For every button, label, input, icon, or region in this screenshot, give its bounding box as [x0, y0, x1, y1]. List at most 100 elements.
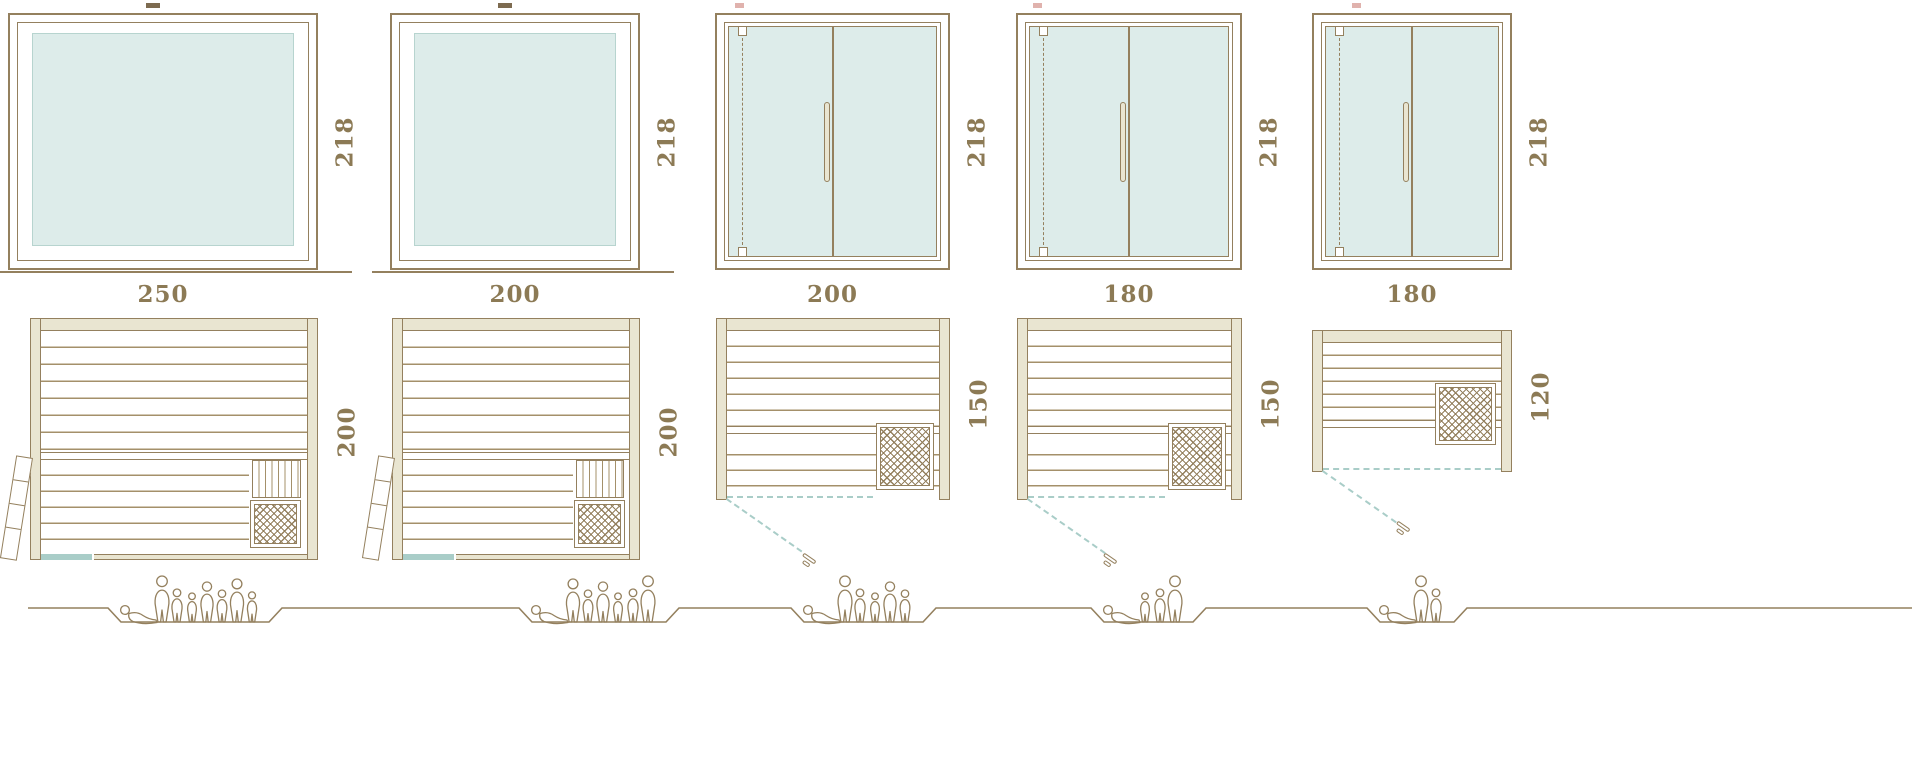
heater-grid: [578, 504, 621, 544]
height-dimension: 218: [1525, 116, 1553, 168]
door-swing-line: [1026, 498, 1106, 555]
capacity-figures: [529, 572, 669, 628]
width-dimension: 200: [806, 281, 858, 308]
bench-edge: [727, 426, 939, 434]
hinge-top-icon: [1335, 26, 1344, 36]
window-frame: [17, 22, 309, 261]
upper-bench-slats: [1028, 331, 1231, 426]
bench-edge: [41, 452, 307, 460]
hinge-dashed-line: [1339, 28, 1340, 255]
hinge-top-icon: [738, 26, 747, 36]
upper-bench-slats: [727, 331, 939, 426]
capacity-figures: [801, 572, 926, 628]
width-dimension: 180: [1103, 281, 1155, 308]
heater-grid: [1172, 427, 1222, 486]
crop-mark: [1033, 3, 1042, 8]
upper-bench-slats: [403, 331, 629, 452]
glass-front-line: [1323, 468, 1501, 470]
front-elevation: 218: [372, 13, 681, 273]
door-swing-line: [1321, 470, 1397, 524]
crop-mark: [735, 3, 744, 8]
bench-edge: [1323, 420, 1501, 428]
width-dimension: 250: [137, 281, 189, 308]
glass-front-line: [727, 496, 873, 498]
crop-mark: [146, 3, 160, 8]
lower-bench-slats: [41, 460, 249, 548]
lounging-person-icon: [119, 604, 158, 625]
back-wall: [30, 318, 318, 331]
door-swing-line: [725, 498, 803, 553]
glass-door-left: [728, 26, 833, 257]
glass-door-right: [832, 26, 937, 257]
heater-grid: [880, 427, 930, 486]
back-wall: [1312, 330, 1512, 343]
right-wall: [939, 318, 950, 500]
front-elevation: 218: [1312, 13, 1553, 270]
door-handle: [1403, 101, 1409, 182]
door-frame: [1321, 22, 1503, 261]
back-wall: [1017, 318, 1242, 331]
heater-icon: [574, 500, 625, 548]
front-wall: [94, 554, 307, 560]
backrest-slats: [252, 460, 301, 498]
open-door-leaf: [0, 455, 33, 561]
crop-mark: [1352, 3, 1361, 8]
floor-plan: 200: [361, 318, 683, 561]
glass-pane: [32, 33, 294, 246]
bench-edge: [1028, 426, 1231, 434]
door-frame: [724, 22, 941, 261]
right-wall: [307, 318, 318, 560]
bench-edge: [403, 452, 629, 460]
open-door-leaf: [361, 455, 395, 561]
heater-icon: [876, 423, 934, 490]
heater-icon: [1435, 383, 1496, 445]
plan-door-handle-icon: [798, 552, 817, 570]
door-handle: [823, 101, 830, 182]
glass-door-right: [1129, 26, 1229, 257]
hinge-top-icon: [1039, 26, 1048, 36]
front-elevation: 218: [715, 13, 991, 270]
bottom-sill: [0, 271, 352, 273]
bottom-sill: [372, 271, 674, 273]
heater-icon: [1168, 423, 1226, 490]
hinge-dashed-line: [742, 28, 743, 255]
width-dimension: 200: [489, 281, 541, 308]
hinge-bottom-icon: [738, 247, 747, 257]
left-wall: [30, 318, 41, 560]
capacity-figures: [1377, 572, 1457, 628]
door-threshold: [403, 554, 454, 560]
front-wall: [456, 554, 629, 560]
depth-dimension: 150: [965, 378, 993, 430]
height-dimension: 218: [653, 116, 681, 168]
right-wall: [629, 318, 640, 560]
plan-door-handle-icon: [1099, 552, 1118, 570]
left-wall: [392, 318, 403, 560]
capacity-figures: [118, 572, 273, 628]
depth-dimension: 150: [1257, 378, 1285, 430]
floor-plan: 120: [1312, 330, 1555, 536]
door-handle: [1120, 101, 1126, 182]
door-frame: [1025, 22, 1233, 261]
glass-pane: [414, 33, 616, 246]
heater-icon: [250, 500, 301, 548]
crop-mark: [498, 3, 512, 8]
depth-dimension: 200: [655, 406, 683, 458]
front-elevation: 218: [0, 13, 359, 273]
left-wall: [1017, 318, 1028, 500]
front-elevation: 218: [1016, 13, 1283, 270]
plan-door-handle-icon: [1392, 520, 1411, 538]
ground-line: [28, 607, 1912, 623]
floor-plan: 200: [0, 318, 361, 561]
back-wall: [392, 318, 640, 331]
depth-dimension: 120: [1527, 371, 1555, 423]
height-dimension: 218: [331, 116, 359, 168]
left-wall: [716, 318, 727, 500]
window-frame: [399, 22, 631, 261]
floor-plan: 150: [1017, 318, 1285, 568]
back-wall: [716, 318, 950, 331]
glass-front-line: [1028, 496, 1165, 498]
heater-grid: [254, 504, 297, 544]
floor-plan: 150: [716, 318, 993, 568]
hinge-bottom-icon: [1335, 247, 1344, 257]
